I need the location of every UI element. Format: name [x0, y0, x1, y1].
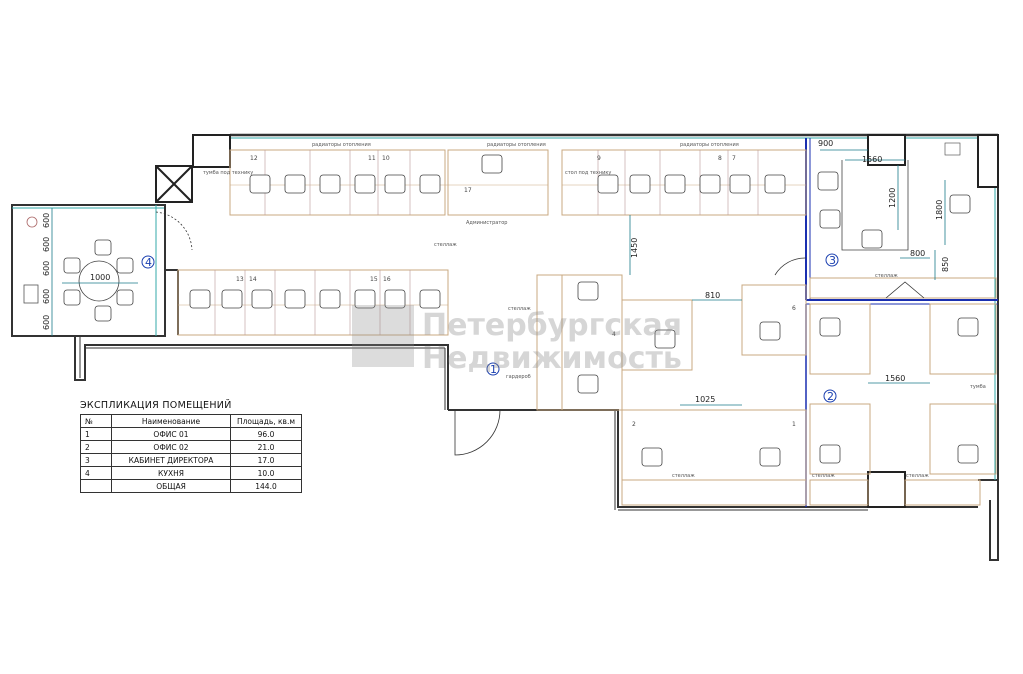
svg-text:13: 13 — [236, 276, 244, 283]
table-tv-label: стол под технику — [565, 170, 611, 176]
svg-text:16: 16 — [383, 276, 391, 283]
legend-title: ЭКСПЛИКАЦИЯ ПОМЕЩЕНИЙ — [80, 400, 232, 411]
admin-label: Администратор — [466, 220, 507, 226]
room-marker-2: 2 — [827, 390, 834, 403]
shelving-label-1: стеллаж — [434, 242, 457, 248]
shelving-label-3: стеллаж — [672, 473, 695, 479]
shelving-label-5: стеллаж — [906, 473, 929, 479]
doors — [155, 211, 925, 456]
table-row: 1 ОФИС 01 96.0 — [80, 427, 302, 441]
svg-text:14: 14 — [249, 276, 257, 283]
shelving-label-6: стеллаж — [875, 273, 898, 279]
rooms-legend: ЭКСПЛИКАЦИЯ ПОМЕЩЕНИЙ № Наименование Пло… — [80, 400, 302, 493]
svg-text:810: 810 — [705, 291, 720, 300]
wardrobe-label: гардероб — [506, 374, 531, 380]
desk-numbers: 12 11 10 9 8 7 13 14 15 16 17 2 1 4 6 — [236, 155, 796, 428]
svg-text:600: 600 — [42, 315, 51, 330]
svg-text:15: 15 — [370, 276, 378, 283]
svg-text:600: 600 — [42, 237, 51, 252]
legend-table: № Наименование Площадь, кв.м 1 ОФИС 01 9… — [80, 414, 302, 493]
svg-text:1560: 1560 — [885, 374, 905, 383]
pedestal-label: тумба — [970, 384, 986, 390]
svg-text:10: 10 — [382, 155, 390, 162]
svg-text:1200: 1200 — [888, 188, 897, 208]
chairs — [63, 154, 979, 467]
svg-text:1800: 1800 — [935, 200, 944, 220]
svg-text:2: 2 — [632, 421, 636, 428]
room-marker-3: 3 — [829, 254, 836, 267]
radiators-label-3: радиаторы отопления — [680, 142, 739, 148]
table-row: ОБЩАЯ 144.0 — [80, 479, 302, 493]
kitchen-sink — [23, 284, 39, 304]
round-table — [78, 260, 120, 302]
svg-text:800: 800 — [910, 249, 925, 258]
desk-dividers — [214, 150, 759, 335]
dimension-values: 600 600 600 600 600 1000 1450 810 1025 1… — [42, 139, 950, 404]
table-row: 2 ОФИС 02 21.0 — [80, 440, 302, 454]
shelving-label-4: стеллаж — [812, 473, 835, 479]
pedestal-tv-label: тумба под технику — [203, 170, 253, 176]
legend-header-area: Площадь, кв.м — [230, 414, 302, 428]
svg-text:1025: 1025 — [695, 395, 715, 404]
svg-text:600: 600 — [42, 213, 51, 228]
shelving-label-2: стеллаж — [508, 306, 531, 312]
legend-header-no: № — [80, 414, 112, 428]
svg-text:11: 11 — [368, 155, 376, 162]
svg-text:7: 7 — [732, 155, 736, 162]
legend-header-row: № Наименование Площадь, кв.м — [80, 414, 302, 428]
watermark-line2: Недвижимость — [422, 341, 682, 376]
dimension-lines — [51, 149, 946, 406]
plan-labels: радиаторы отопления радиаторы отопления … — [203, 142, 986, 479]
svg-text:900: 900 — [818, 139, 833, 148]
svg-text:850: 850 — [941, 257, 950, 272]
dim-1000: 1000 — [90, 273, 110, 282]
svg-text:6: 6 — [792, 305, 796, 312]
svg-text:1: 1 — [792, 421, 796, 428]
svg-text:600: 600 — [42, 261, 51, 276]
room-marker-1: 1 — [490, 363, 497, 376]
legend-header-name: Наименование — [111, 414, 231, 428]
svg-text:9: 9 — [597, 155, 601, 162]
director-desk — [841, 160, 909, 251]
radiators-label-1: радиаторы отопления — [312, 142, 371, 148]
room-marker-4: 4 — [145, 256, 152, 269]
plant-icon — [26, 216, 38, 228]
table-row: 3 КАБИНЕТ ДИРЕКТОРА 17.0 — [80, 453, 302, 467]
watermark-line1: Петербургская — [422, 308, 682, 343]
svg-text:1450: 1450 — [630, 238, 639, 258]
svg-text:12: 12 — [250, 155, 258, 162]
table-row: 4 КУХНЯ 10.0 — [80, 466, 302, 480]
partitions — [155, 138, 998, 507]
svg-text:600: 600 — [42, 289, 51, 304]
radiators-label-2: радиаторы отопления — [487, 142, 546, 148]
svg-text:17: 17 — [464, 187, 472, 194]
room-markers: 4 1 2 3 — [141, 253, 839, 403]
svg-text:8: 8 — [718, 155, 722, 162]
watermark: Петербургская Недвижимость — [352, 305, 682, 376]
svg-text:4: 4 — [612, 331, 616, 338]
svg-text:1560: 1560 — [862, 155, 882, 164]
